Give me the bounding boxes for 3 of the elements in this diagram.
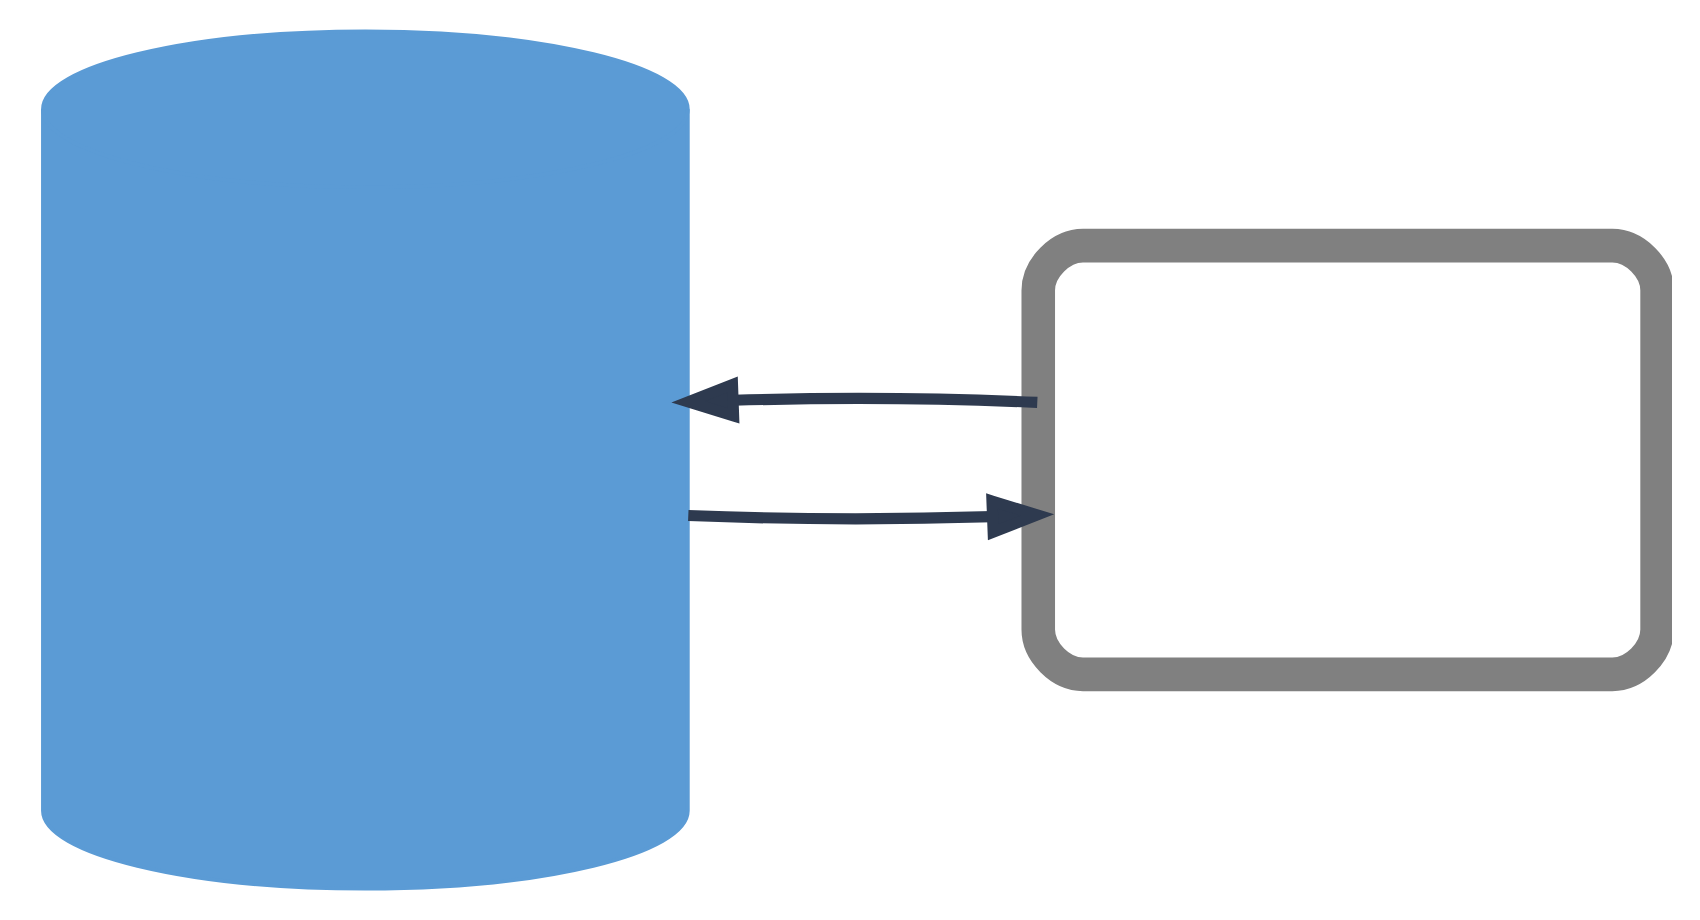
node-tablet	[1021, 228, 1672, 692]
arrow	[688, 493, 1055, 541]
arrow	[671, 376, 1038, 424]
